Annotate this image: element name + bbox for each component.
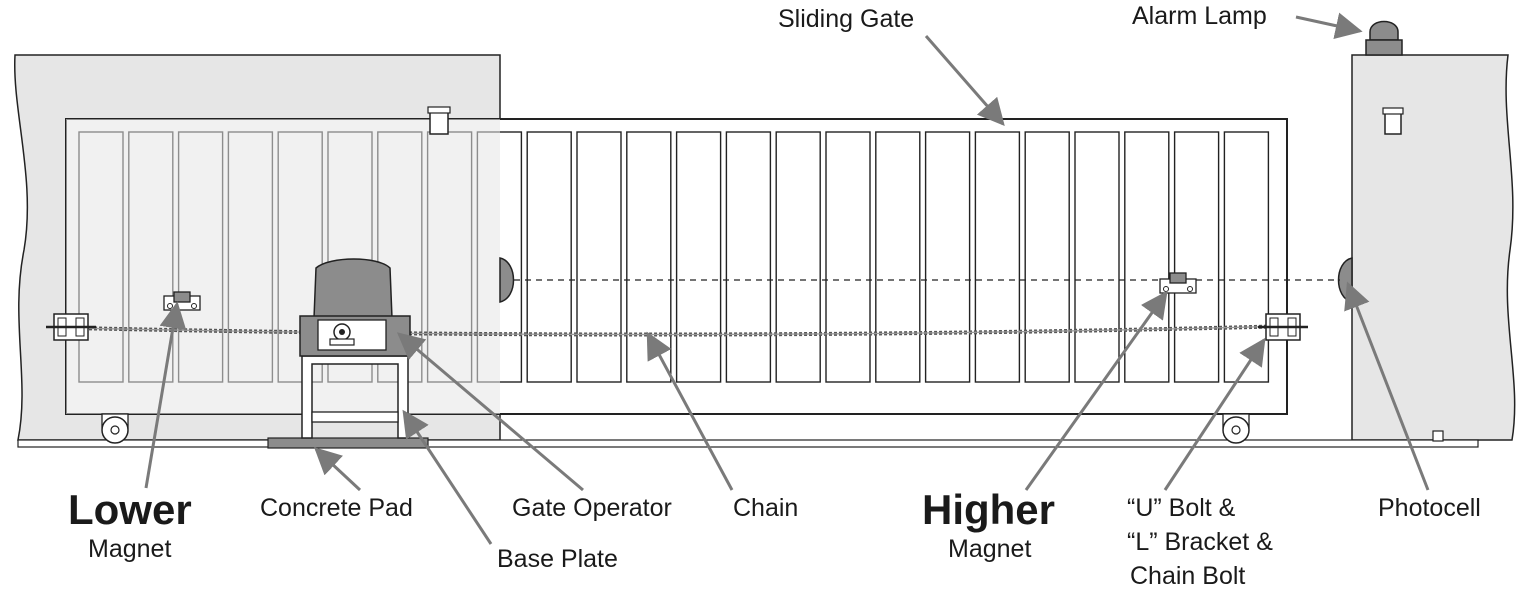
wheel-left [101,413,129,444]
label-higher-magnet: Magnet [948,535,1032,563]
gate-operator [299,258,411,357]
arrow-chain [646,331,734,491]
gate-bar [1074,131,1120,383]
arrow-gate-operator [396,332,584,492]
gate-bar [1173,131,1220,383]
right-pillar [1351,54,1516,441]
gate-bar [775,131,821,383]
arrow-lower-magnet [144,301,187,489]
concrete-pad [267,437,429,449]
label-lower: Lower [68,486,192,533]
ground-stop [1432,430,1444,442]
alarm-lamp [1365,20,1403,56]
chain-bracket-right [1258,313,1308,341]
label-concrete-pad: Concrete Pad [260,494,413,522]
gate-bar [1124,131,1170,383]
label-chain: Chain [733,494,799,522]
arrow-base-plate [402,409,493,545]
arrow-higher-magnet [1024,290,1168,491]
arrow-alarm-lamp [1295,12,1363,39]
gate-bar [1024,131,1070,383]
label-u-bolt-3: Chain Bolt [1130,562,1246,590]
gate-bar [526,131,572,383]
gate-bar [825,131,871,383]
chain-core [73,325,1291,336]
gate-stop-right [1384,111,1402,135]
label-alarm-lamp: Alarm Lamp [1132,2,1267,30]
label-base-plate: Base Plate [497,545,618,573]
gate-bar [924,131,971,383]
arrow-sliding-gate [924,35,1005,127]
label-gate-operator: Gate Operator [512,494,672,522]
label-u-bolt-1: “U” Bolt & [1127,494,1236,522]
label-u-bolt-2: “L” Bracket & [1127,528,1273,556]
ground-track [17,439,1479,448]
gate-bar [875,131,921,383]
arrow-concrete-pad [314,447,362,492]
label-photocell: Photocell [1378,494,1481,522]
photocell-right [1337,257,1353,303]
leader-lines [144,12,1430,545]
gate-bar [725,131,772,383]
arrow-u-bolt [1163,337,1266,491]
chain-bracket-left [46,313,96,341]
gate-bar [576,131,622,383]
wall-overlap [66,119,500,414]
gate-stop-right-cap [1382,107,1404,115]
gate-bar [675,131,722,383]
gate-bar [626,131,672,383]
gate-bar [974,131,1021,383]
higher-magnet [1159,272,1197,294]
label-higher: Higher [922,486,1056,533]
arrow-photocell [1344,281,1430,491]
base-plate [301,355,409,439]
wheel-right [1222,413,1250,444]
photocell-left [499,257,515,303]
label-lower-magnet: Magnet [88,535,172,563]
label-sliding-gate: Sliding Gate [778,5,915,33]
gate-stop-cap [427,106,451,114]
